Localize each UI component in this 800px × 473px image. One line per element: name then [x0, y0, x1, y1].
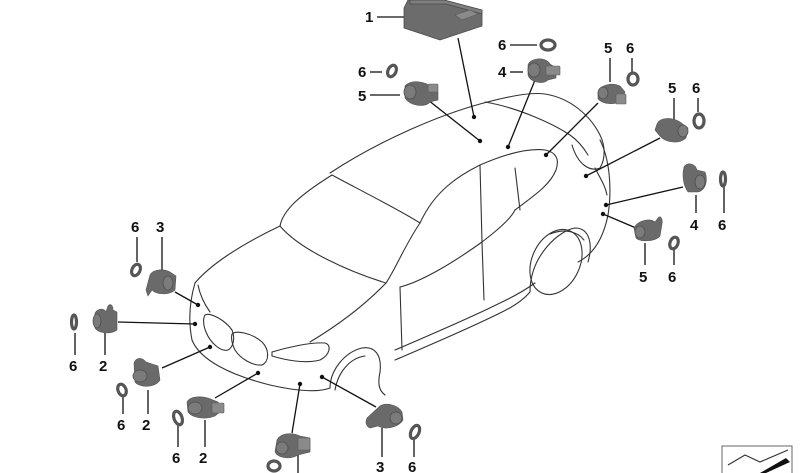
seal-ring-part[interactable]	[266, 459, 282, 473]
sensor-part[interactable]	[92, 304, 118, 334]
sensor-part[interactable]	[597, 83, 627, 105]
callout-6: 6	[668, 269, 676, 286]
sensor-part[interactable]	[274, 433, 311, 459]
control-module-part[interactable]	[403, 0, 483, 41]
seal-ring-part[interactable]	[626, 71, 640, 87]
next-page-arrow-icon[interactable]	[721, 445, 793, 473]
callout-6: 6	[408, 459, 416, 473]
callout-labels: 1 6 6 4 5 5 6 5 6 4 6 5 6 6 3	[69, 9, 726, 473]
seal-ring-part[interactable]	[129, 262, 143, 278]
callout-6: 6	[498, 37, 506, 54]
seal-ring-part[interactable]	[539, 38, 557, 52]
callout-5: 5	[668, 80, 676, 97]
callout-6: 6	[131, 219, 139, 236]
sensor-part[interactable]	[145, 269, 177, 297]
callout-4: 4	[690, 217, 699, 234]
seal-ring-part[interactable]	[69, 313, 79, 331]
sensor-part[interactable]	[186, 396, 225, 419]
sensor-part[interactable]	[527, 58, 561, 83]
seal-ring-part[interactable]	[408, 423, 422, 441]
seal-ring-part[interactable]	[692, 112, 706, 130]
callout-6: 6	[117, 417, 125, 434]
parts	[69, 0, 728, 473]
sensor-part[interactable]	[132, 358, 161, 387]
seal-ring-part[interactable]	[116, 382, 128, 398]
callout-1: 1	[365, 9, 373, 26]
seal-ring-part[interactable]	[385, 63, 399, 79]
sensor-part[interactable]	[633, 216, 663, 242]
car-outline	[189, 92, 611, 396]
callout-3: 3	[156, 219, 164, 236]
sensor-part[interactable]	[682, 163, 707, 193]
leader-lines	[117, 37, 684, 434]
sensor-part[interactable]	[654, 118, 689, 143]
callout-6: 6	[718, 217, 726, 234]
seal-ring-part[interactable]	[171, 409, 185, 427]
callout-2: 2	[142, 417, 150, 434]
callout-5: 5	[358, 88, 366, 105]
callout-3: 3	[376, 459, 384, 473]
callout-5: 5	[639, 269, 647, 286]
callout-2: 2	[99, 358, 107, 375]
sensor-part[interactable]	[403, 81, 439, 106]
sensor-part[interactable]	[365, 403, 404, 429]
callout-2: 2	[199, 450, 207, 467]
callout-6: 6	[626, 40, 634, 57]
callout-6: 6	[358, 64, 366, 81]
callout-5: 5	[604, 40, 612, 57]
seal-ring-part[interactable]	[718, 170, 728, 188]
callout-6: 6	[692, 80, 700, 97]
callout-6: 6	[172, 450, 180, 467]
callout-6: 6	[69, 358, 77, 375]
seal-ring-part[interactable]	[668, 235, 680, 251]
callout-4: 4	[498, 64, 507, 81]
